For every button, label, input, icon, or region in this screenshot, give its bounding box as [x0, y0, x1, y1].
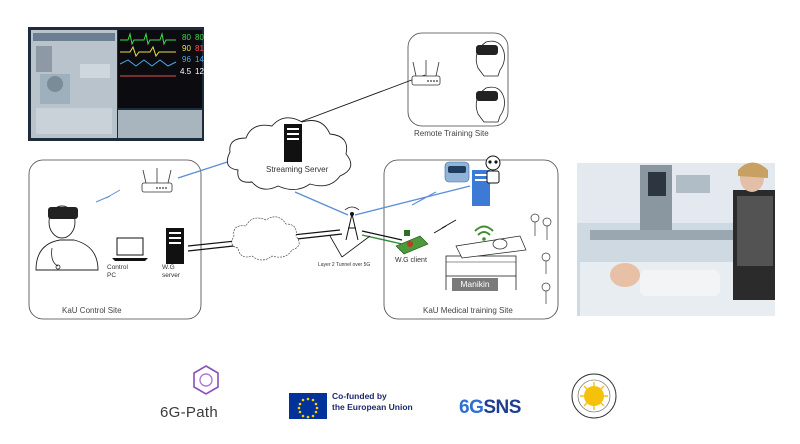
project-name: 6G-Path — [160, 404, 218, 421]
sns-prefix: 6G — [459, 397, 484, 418]
wg-server-label: W.G server — [162, 264, 180, 280]
wg-server-label-line1: W.G — [162, 264, 175, 271]
tunnel-arrow-right — [341, 235, 371, 258]
staff-figures — [530, 213, 552, 304]
6g-path-logo — [193, 365, 219, 395]
wireless-medical-icon — [411, 191, 437, 206]
readout-4: 81 — [195, 44, 204, 53]
medical-site-label: KaU Medical training Site — [423, 306, 513, 315]
streaming-server-label: Streaming Server — [266, 165, 329, 174]
readout-1: 80 — [182, 33, 191, 42]
internet-cloud — [231, 216, 300, 261]
remote-router-icon — [411, 60, 441, 86]
robot-icon — [485, 155, 501, 184]
control-pc-label-line1: Control — [107, 264, 128, 271]
laptop-icon — [112, 237, 148, 261]
control-pc-label-line2: PC — [107, 272, 117, 279]
wifi-icon — [474, 225, 494, 241]
remote-site-label: Remote Training Site — [414, 129, 489, 138]
medical-server-icon — [472, 170, 490, 206]
university-seal-logo — [571, 373, 617, 419]
link-server-tower — [294, 191, 349, 216]
readout-6: 14 — [195, 55, 204, 64]
link-remote-server — [299, 74, 426, 123]
wireless-client-icon — [433, 219, 457, 234]
sns-suffix: SNS — [483, 397, 521, 418]
wg-client-label: W.G client — [395, 257, 427, 264]
streaming-server-icon — [284, 124, 302, 162]
link-tower-headset — [354, 185, 471, 216]
control-pc-label: Control PC — [107, 264, 128, 280]
eu-funding-line2: the European Union — [332, 402, 413, 412]
readout-8: 12 — [195, 67, 204, 76]
manikin-label: Manikin — [452, 278, 498, 291]
control-site-box — [28, 159, 202, 320]
cell-tower-icon — [344, 206, 360, 241]
readout-7: 4.5 — [180, 67, 192, 76]
remote-site-box — [407, 32, 509, 127]
readout-5: 96 — [182, 55, 191, 64]
link-tower-client-a — [361, 230, 403, 241]
6g-sns-logo: 6GSNS — [459, 397, 521, 419]
wg-server-label-line2: server — [162, 272, 181, 279]
remote-vr-user-icon — [475, 40, 505, 77]
medical-headset-icon — [444, 161, 470, 183]
eu-funding-text: Co-funded by the European Union — [332, 391, 413, 413]
eu-funding-line1: Co-funded by — [332, 391, 387, 401]
tunnel-arrow-left — [329, 235, 343, 258]
wg-client-icon — [395, 230, 429, 255]
manikin-photo — [577, 162, 775, 316]
hospital-bed-icon — [445, 235, 527, 290]
link-tower-client-b — [361, 234, 403, 245]
remote-vr-user-icon-2 — [475, 86, 505, 123]
control-router-icon — [141, 168, 173, 193]
readout-2: 80 — [195, 33, 204, 42]
readout-3: 90 — [182, 44, 191, 53]
monitor-photo — [28, 27, 204, 141]
eu-flag-logo — [289, 393, 327, 419]
wireless-control-icon — [95, 189, 121, 203]
medical-site-box — [383, 159, 559, 320]
tunnel-label: Layer 2 Tunnel over 5G — [318, 262, 371, 268]
doctor-vr-icon — [35, 205, 99, 271]
control-site-label: KaU Control Site — [62, 306, 122, 315]
wg-server-icon — [166, 228, 184, 264]
